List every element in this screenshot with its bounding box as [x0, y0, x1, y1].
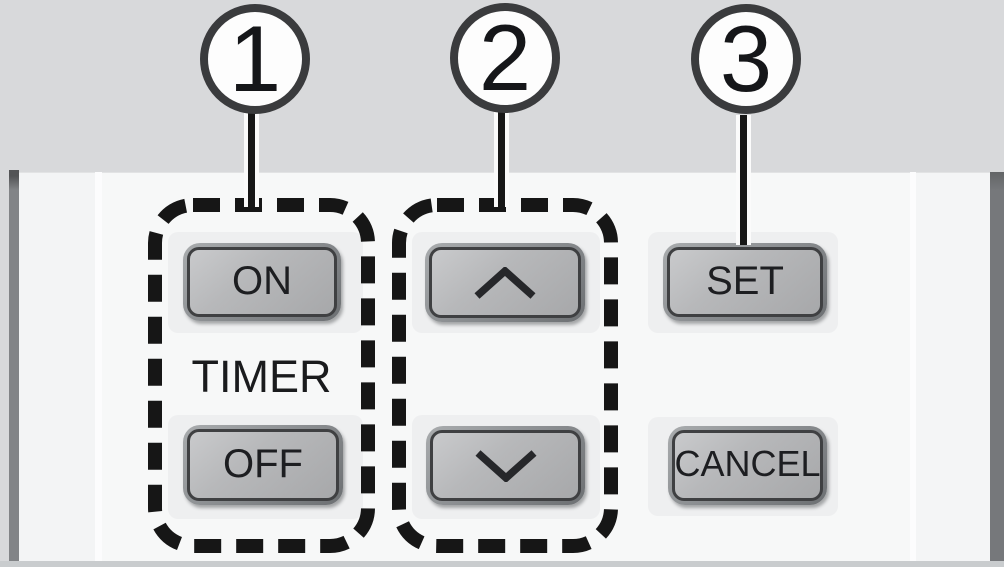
panel-bottom-edge — [0, 561, 1004, 567]
timer-on-button-face: ON — [187, 247, 337, 317]
set-button-face: SET — [667, 247, 823, 317]
callout-number-1: 1 — [228, 6, 282, 111]
cancel-button[interactable]: CANCEL — [668, 426, 827, 505]
callout-number-3: 3 — [719, 6, 773, 111]
cancel-button-label: CANCEL — [674, 443, 821, 484]
timer-off-button[interactable]: OFF — [183, 425, 343, 505]
callout-circle-1: 1 — [200, 4, 310, 114]
callout-line-1 — [244, 112, 259, 207]
value-up-button-face — [429, 247, 581, 318]
timer-on-button-label: ON — [232, 258, 292, 303]
callout-line-2 — [494, 110, 509, 207]
timer-label: TIMER — [191, 351, 332, 402]
panel-column-left — [19, 172, 95, 562]
timer-on-button[interactable]: ON — [183, 243, 341, 321]
value-up-button[interactable] — [425, 243, 585, 322]
chevron-up-icon — [474, 266, 536, 299]
panel-right-edge — [990, 172, 1004, 562]
cancel-button-face: CANCEL — [672, 430, 823, 501]
value-down-button-face — [430, 430, 581, 501]
callout-line-3 — [736, 115, 751, 245]
panel-divider-left — [95, 172, 102, 562]
value-down-button[interactable] — [426, 426, 585, 505]
timer-off-button-label: OFF — [223, 441, 303, 486]
timer-off-button-face: OFF — [187, 429, 339, 501]
callout-number-2: 2 — [478, 5, 532, 110]
panel-column-right — [916, 172, 990, 562]
callout-circle-2: 2 — [450, 3, 560, 113]
callout-circle-3: 3 — [691, 4, 801, 114]
set-button-label: SET — [706, 258, 784, 303]
panel-left-edge — [9, 170, 19, 562]
panel-divider-right — [910, 172, 916, 562]
chevron-down-icon — [475, 449, 536, 482]
set-button[interactable]: SET — [663, 243, 827, 321]
